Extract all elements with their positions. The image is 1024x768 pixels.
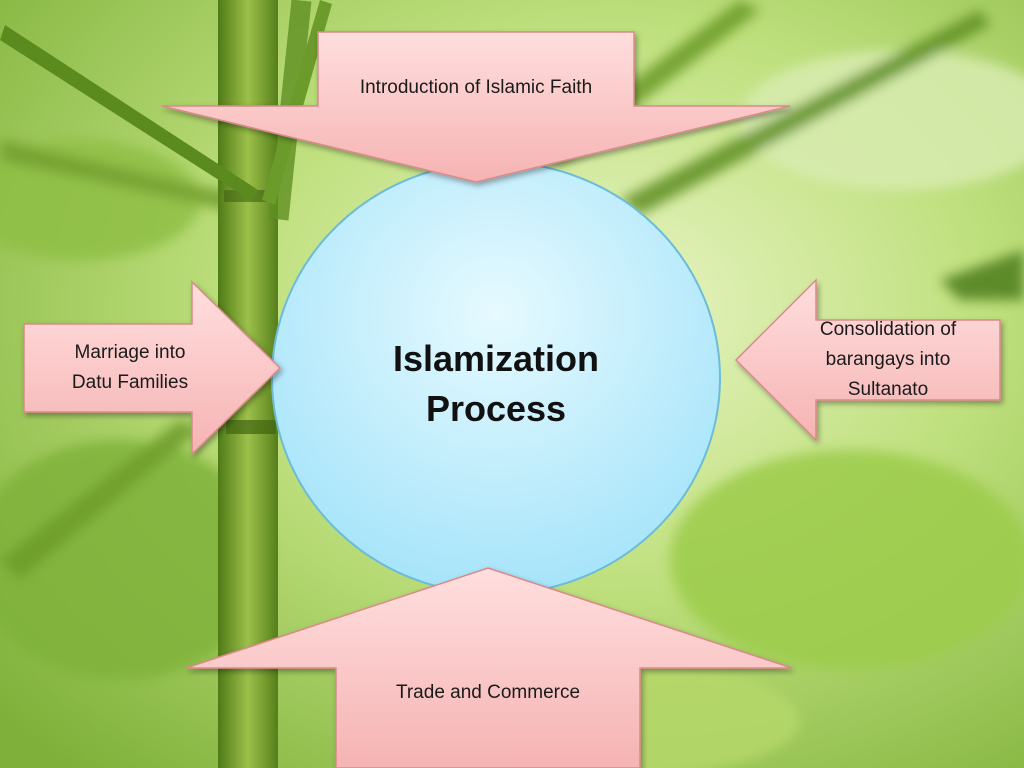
right-arrow-label-line2: barangays into (825, 349, 951, 370)
bottom-arrow (185, 567, 793, 768)
bottom-arrow-label: Trade and Commerce (395, 682, 581, 703)
right-arrow-label-line1: Consolidation of (819, 319, 957, 340)
right-arrow (734, 278, 1001, 442)
left-arrow-label-line1: Marriage into (74, 342, 186, 363)
center-title-line2: Process (425, 388, 567, 429)
center-title-line1: Islamization (392, 338, 600, 379)
left-arrow (23, 280, 282, 456)
center-title: Islamization Process (346, 334, 646, 434)
left-arrow-label: Marriage into Datu Families (30, 338, 230, 398)
top-arrow-label: Introduction of Islamic Faith (359, 77, 593, 98)
right-arrow-label: Consolidation of barangays into Sultanat… (790, 315, 986, 405)
top-arrow (161, 31, 791, 183)
left-arrow-label-line2: Datu Families (71, 372, 189, 393)
right-arrow-label-line3: Sultanato (847, 379, 929, 400)
